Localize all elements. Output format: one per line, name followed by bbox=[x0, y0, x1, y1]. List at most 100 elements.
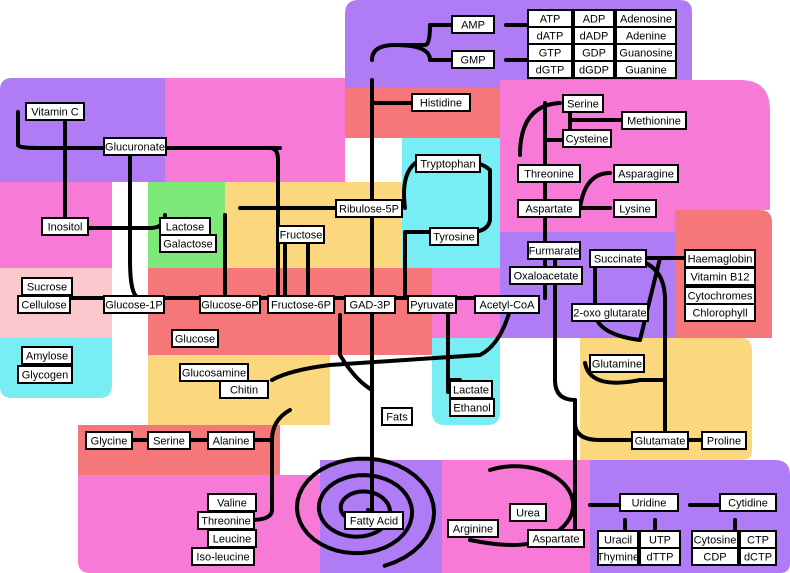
node-label: GTP bbox=[539, 48, 562, 60]
node-box bbox=[517, 164, 581, 183]
node-methionine: Methionine bbox=[621, 111, 687, 130]
node-cytidine: Cytidine bbox=[719, 493, 777, 512]
node-box bbox=[509, 266, 583, 285]
node-box bbox=[684, 267, 756, 286]
node-box bbox=[277, 225, 325, 244]
node-gad3p: GAD-3P bbox=[344, 295, 396, 314]
node-threonine-top: Threonine bbox=[517, 164, 581, 183]
node-label: GDP bbox=[582, 48, 606, 60]
node-cellulose: Cellulose bbox=[17, 295, 71, 314]
node-glucose1p: Glucose-1P bbox=[103, 295, 165, 314]
node-box bbox=[451, 15, 495, 34]
node-box bbox=[335, 199, 403, 218]
node-adp: ADP bbox=[573, 9, 615, 28]
node-label: Adenine bbox=[626, 31, 666, 43]
node-label: Vitamin B12 bbox=[690, 272, 749, 284]
pathway-line bbox=[270, 408, 292, 442]
node-galactose: Galactose bbox=[159, 234, 217, 253]
node-label: Guanine bbox=[625, 65, 667, 77]
node-box bbox=[701, 431, 747, 450]
node-serine-top: Serine bbox=[562, 94, 604, 113]
node-glucuronate: Glucuronate bbox=[103, 137, 167, 156]
node-box bbox=[17, 365, 73, 384]
node-leucine: Leucine bbox=[207, 529, 257, 548]
node-box bbox=[267, 295, 335, 314]
node-label: Aspartate bbox=[525, 204, 572, 216]
node-box bbox=[344, 295, 396, 314]
node-label: Chitin bbox=[230, 385, 258, 397]
node-guanosine: Guanosine bbox=[615, 43, 677, 62]
node-box bbox=[411, 93, 471, 112]
node-ethanol: Ethanol bbox=[449, 398, 495, 417]
pathway-line bbox=[393, 43, 457, 62]
node-box bbox=[527, 60, 573, 79]
node-box bbox=[613, 199, 657, 218]
node-utp: UTP bbox=[639, 530, 681, 549]
node-box bbox=[219, 380, 269, 399]
node-ribulose5p: Ribulose-5P bbox=[335, 199, 403, 218]
node-box bbox=[474, 295, 540, 314]
node-label: Glucose-6P bbox=[201, 300, 258, 312]
node-box bbox=[407, 295, 457, 314]
node-label: Acetyl-CoA bbox=[479, 300, 535, 312]
node-box bbox=[41, 217, 89, 236]
node-chlorophyll: Chlorophyll bbox=[684, 303, 756, 322]
node-box bbox=[517, 199, 581, 218]
node-box bbox=[191, 547, 255, 566]
node-proline: Proline bbox=[701, 431, 747, 450]
rg-pink-upper bbox=[165, 78, 345, 182]
fatty-acid-spiral bbox=[294, 456, 437, 568]
node-label: Glycogen bbox=[22, 370, 68, 382]
node-label: CTP bbox=[747, 535, 769, 547]
node-vitamin-c: Vitamin C bbox=[25, 102, 85, 121]
node-label: Valine bbox=[217, 498, 247, 510]
node-tryptophan: Tryptophan bbox=[415, 154, 481, 173]
node-alanine: Alanine bbox=[207, 431, 255, 450]
node-glutamine: Glutamine bbox=[589, 354, 645, 373]
node-label: Glucosamine bbox=[182, 368, 246, 380]
node-aspartate-bottom: Aspartate bbox=[527, 529, 585, 548]
node-amylose: Amylose bbox=[21, 346, 73, 365]
node-oxoglutarate: 2-oxo glutarate bbox=[571, 303, 649, 322]
node-label: Haemaglobin bbox=[688, 254, 753, 266]
node-label: GMP bbox=[460, 55, 485, 67]
node-lactate: Lactate bbox=[449, 380, 493, 399]
node-label: Threonine bbox=[201, 516, 251, 528]
node-furmarate: Furmarate bbox=[527, 241, 581, 260]
node-label: AMP bbox=[461, 20, 485, 32]
node-serine-bottom: Serine bbox=[147, 431, 191, 450]
node-label: Inositol bbox=[48, 222, 83, 234]
node-label: Succinate bbox=[594, 254, 642, 266]
node-datp: dATP bbox=[527, 26, 573, 45]
node-box bbox=[615, 60, 677, 79]
node-label: Guanosine bbox=[619, 48, 672, 60]
node-box bbox=[613, 164, 679, 183]
node-acetylcoa: Acetyl-CoA bbox=[474, 295, 540, 314]
node-label: Adenosine bbox=[620, 14, 672, 26]
node-box bbox=[571, 303, 649, 322]
node-glycine: Glycine bbox=[85, 431, 133, 450]
node-box bbox=[639, 547, 681, 566]
pathway-line bbox=[573, 421, 637, 442]
node-label: ATP bbox=[540, 14, 561, 26]
node-label: Aspartate bbox=[532, 534, 579, 546]
node-dadp: dADP bbox=[573, 26, 615, 45]
pathway-line bbox=[270, 308, 512, 382]
node-box bbox=[25, 102, 85, 121]
node-box bbox=[562, 94, 604, 113]
node-box bbox=[179, 363, 249, 382]
node-inositol: Inositol bbox=[41, 217, 89, 236]
node-label: Asparagine bbox=[618, 169, 674, 181]
node-dctp: dCTP bbox=[739, 547, 777, 566]
node-label: Cytochromes bbox=[688, 291, 753, 303]
node-label: Glucuronate bbox=[105, 142, 165, 154]
node-label: Oxaloacetate bbox=[514, 271, 579, 283]
node-gdp: GDP bbox=[573, 43, 615, 62]
node-glucosamine: Glucosamine bbox=[179, 363, 249, 382]
node-label: Serine bbox=[153, 436, 185, 448]
node-label: Histidine bbox=[420, 98, 462, 110]
node-label: dTTP bbox=[647, 552, 674, 564]
pathway-line bbox=[553, 246, 577, 402]
node-valine: Valine bbox=[207, 493, 257, 512]
